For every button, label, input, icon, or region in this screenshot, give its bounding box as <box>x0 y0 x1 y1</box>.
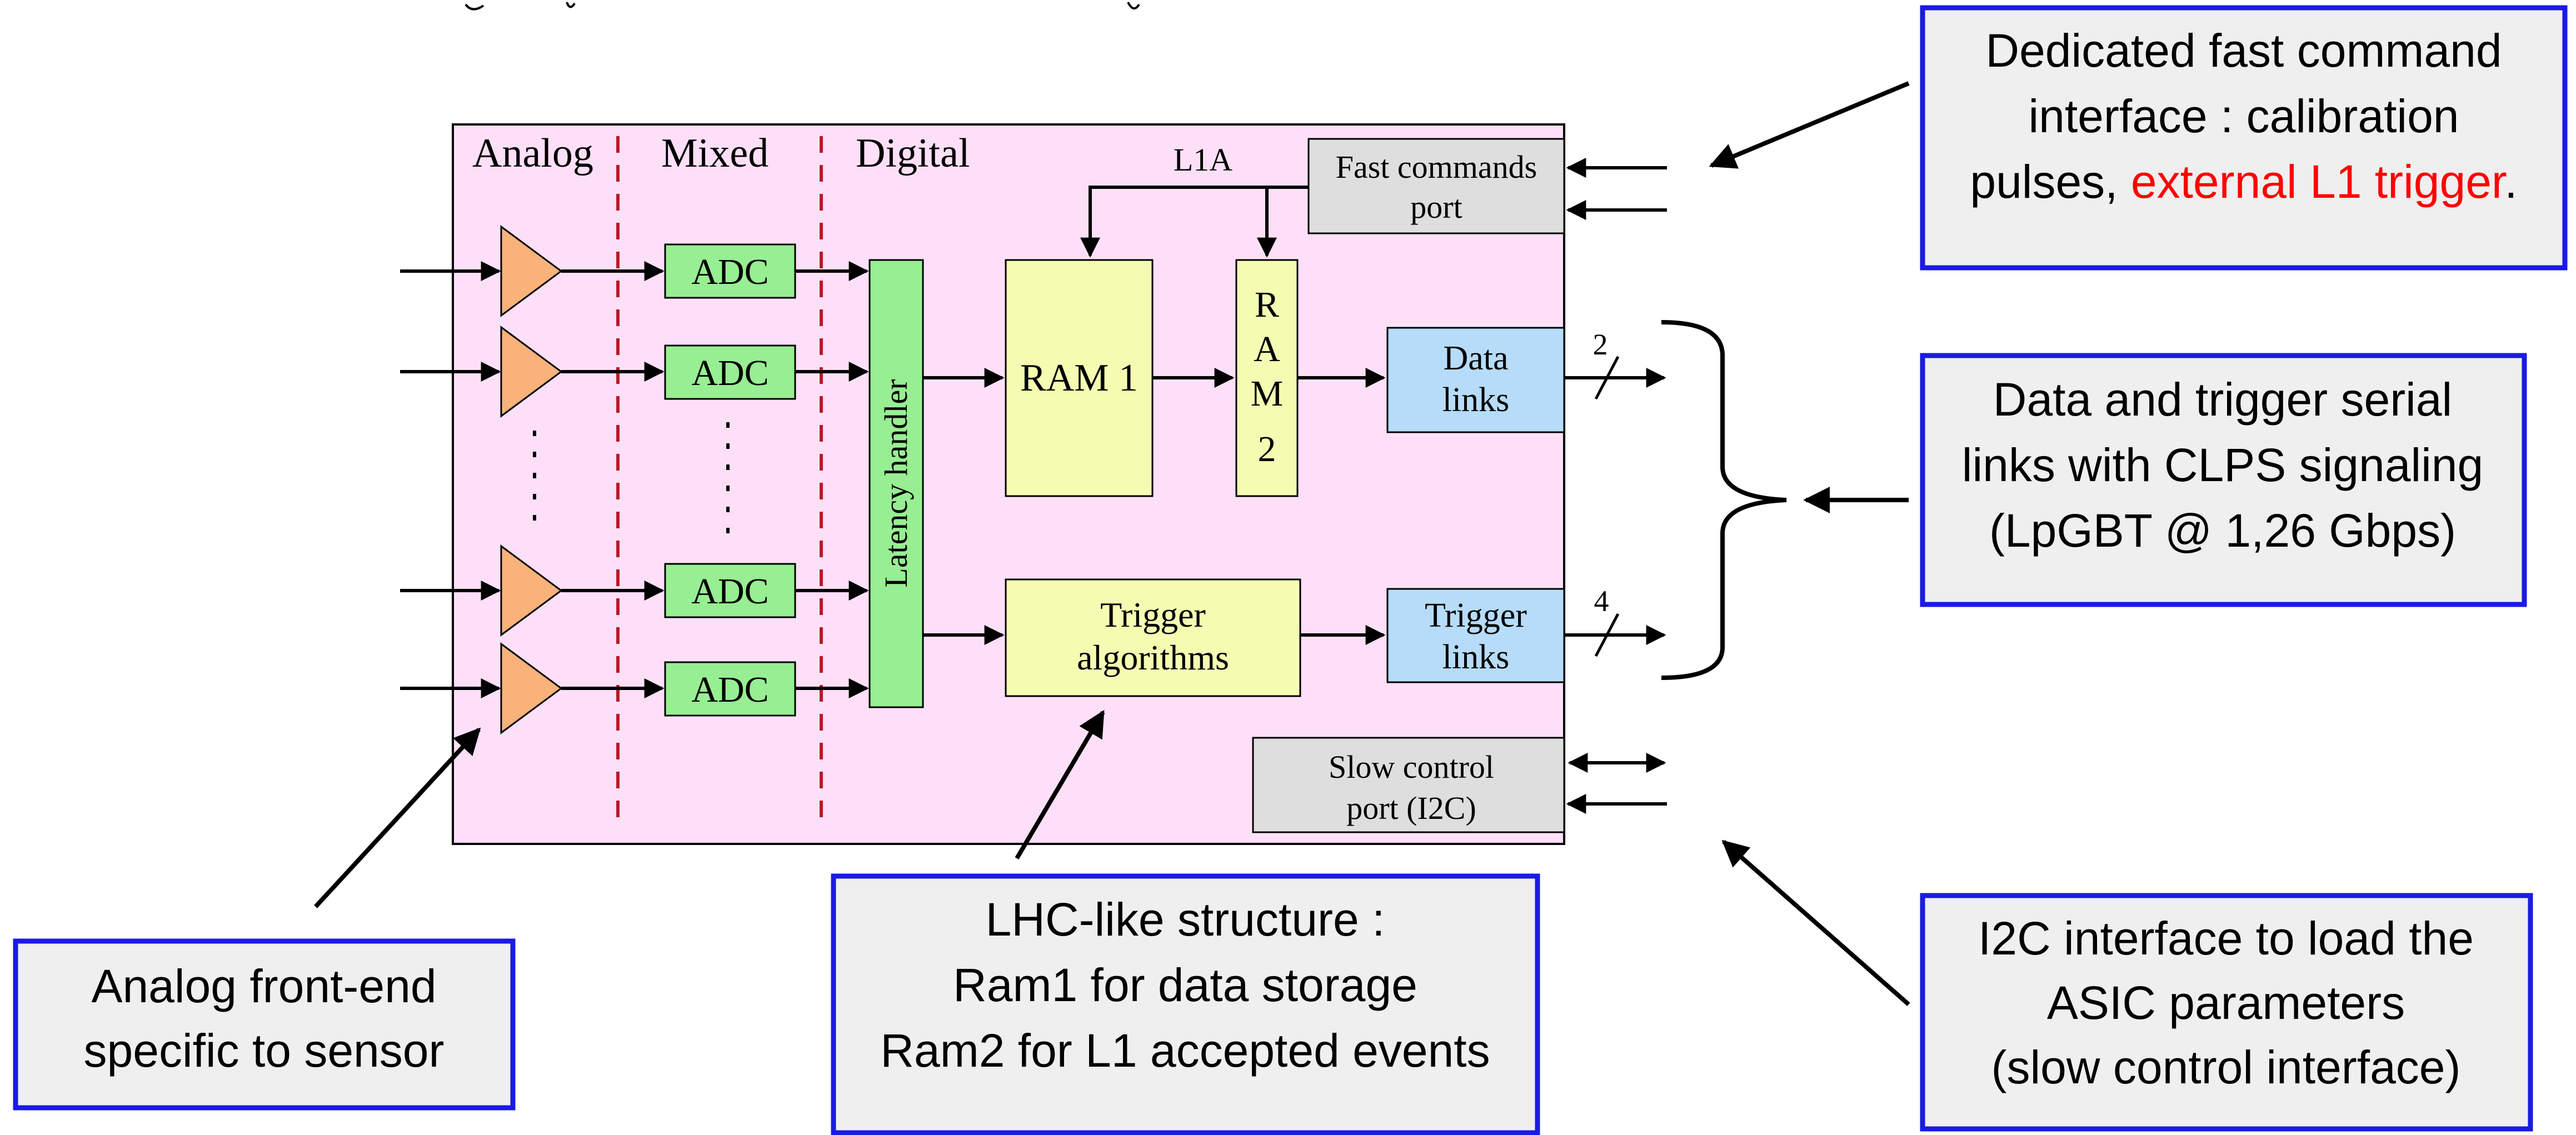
callout-serial-links-line3: (LpGBT @ 1,26 Gbps) <box>1989 504 2456 557</box>
trigger-algorithms-line1: Trigger <box>1100 595 1206 634</box>
fast-commands-port <box>1307 138 1565 234</box>
bus-slash <box>1594 356 1620 400</box>
latency-handler-block <box>868 259 924 708</box>
callout-fast-command-line3: pulses, external L1 trigger. <box>1970 156 2517 208</box>
slow-control-port-line1: Slow control <box>1329 749 1494 785</box>
amplifier-icon <box>500 544 563 637</box>
trigger-links-line1: Trigger <box>1425 597 1527 634</box>
adc-block: ADC <box>664 243 796 299</box>
callout-lhc-line1: LHC-like structure : <box>986 893 1385 946</box>
lhc-pointer-arrow <box>1015 709 1105 860</box>
callout-serial-links: Data and trigger serial links with CLPS … <box>1920 353 2527 607</box>
callout-fast-command: Dedicated fast command interface : calib… <box>1920 5 2568 271</box>
ram2-label-m: M <box>1251 373 1284 414</box>
slow-control-port-line2: port (I2C) <box>1346 790 1476 826</box>
ram1-block <box>1005 259 1154 497</box>
adc-label: ADC <box>691 252 768 292</box>
ram2-label-2: 2 <box>1258 429 1276 469</box>
trigger-algorithms-block <box>1005 578 1301 697</box>
amplifier-icon <box>500 642 563 734</box>
l1a-label: L1A <box>1174 142 1232 178</box>
data-links-line2: links <box>1442 381 1510 419</box>
callout-lhc-structure: LHC-like structure : Ram1 for data stora… <box>831 873 1540 1135</box>
callout-analog-fe-line1: Analog front-end <box>91 960 436 1012</box>
ram1-label: RAM 1 <box>1020 357 1138 399</box>
callout-i2c-line1: I2C interface to load the <box>1978 912 2474 964</box>
adc-block: ADC <box>664 661 796 717</box>
callout-fast-command-line1: Dedicated fast command <box>1985 24 2502 77</box>
adc-label: ADC <box>691 571 768 612</box>
i2c-pointer-arrow <box>1721 839 1910 1007</box>
callout-i2c: I2C interface to load the ASIC parameter… <box>1920 893 2533 1132</box>
callout-lhc-line3: Ram2 for L1 accepted events <box>880 1024 1490 1077</box>
adc-label: ADC <box>691 353 768 393</box>
trigger-algorithms-line2: algorithms <box>1077 638 1229 677</box>
callout-serial-links-line1: Data and trigger serial <box>1993 373 2452 426</box>
ram2-block <box>1235 259 1299 497</box>
callout-i2c-line2: ASIC parameters <box>2047 977 2405 1029</box>
trigger-links-block <box>1386 588 1565 683</box>
cropped-text-fragment <box>465 2 1140 11</box>
callout-i2c-line3: (slow control interface) <box>1991 1041 2461 1093</box>
links-brace <box>1661 320 1787 680</box>
callout-analog-fe-line2: specific to sensor <box>84 1024 445 1077</box>
data-links-line1: Data <box>1443 339 1508 377</box>
data-links-block <box>1386 327 1565 433</box>
fast-commands-port-line1: Fast commands <box>1336 149 1537 185</box>
trigger-links-line2: links <box>1442 638 1510 676</box>
zone-label-mixed: Mixed <box>661 131 768 176</box>
adc-label: ADC <box>691 669 768 710</box>
zone-label-analog: Analog <box>472 131 593 176</box>
ram2-label-a: A <box>1254 329 1280 369</box>
callout-analog-front-end: Analog front-end specific to sensor <box>13 938 516 1111</box>
adc-block: ADC <box>664 344 796 400</box>
fast-command-pointer-arrow <box>1709 81 1910 169</box>
bus-slash <box>1594 613 1620 657</box>
callout-serial-links-line2: links with CLPS signaling <box>1962 439 2483 491</box>
fast-commands-port-line2: port <box>1410 189 1462 225</box>
l1a-to-ram1-arrow <box>1080 186 1309 258</box>
callout-fast-command-line2: interface : calibration <box>2028 90 2459 142</box>
amplifier-icon <box>500 326 563 418</box>
data-links-width: 2 <box>1593 328 1608 361</box>
ram2-label-r: R <box>1255 284 1279 325</box>
slow-control-port <box>1252 737 1565 833</box>
amplifier-icon <box>500 225 563 317</box>
latency-handler-label: Latency handler <box>878 379 914 587</box>
trigger-links-width: 4 <box>1594 584 1609 618</box>
adc-block: ADC <box>664 563 796 618</box>
zone-label-digital: Digital <box>856 131 970 176</box>
callout-lhc-line2: Ram1 for data storage <box>953 959 1417 1011</box>
external-l1-trigger-highlight: external L1 trigger <box>2131 156 2507 208</box>
analog-fe-pointer-arrow <box>314 727 481 908</box>
